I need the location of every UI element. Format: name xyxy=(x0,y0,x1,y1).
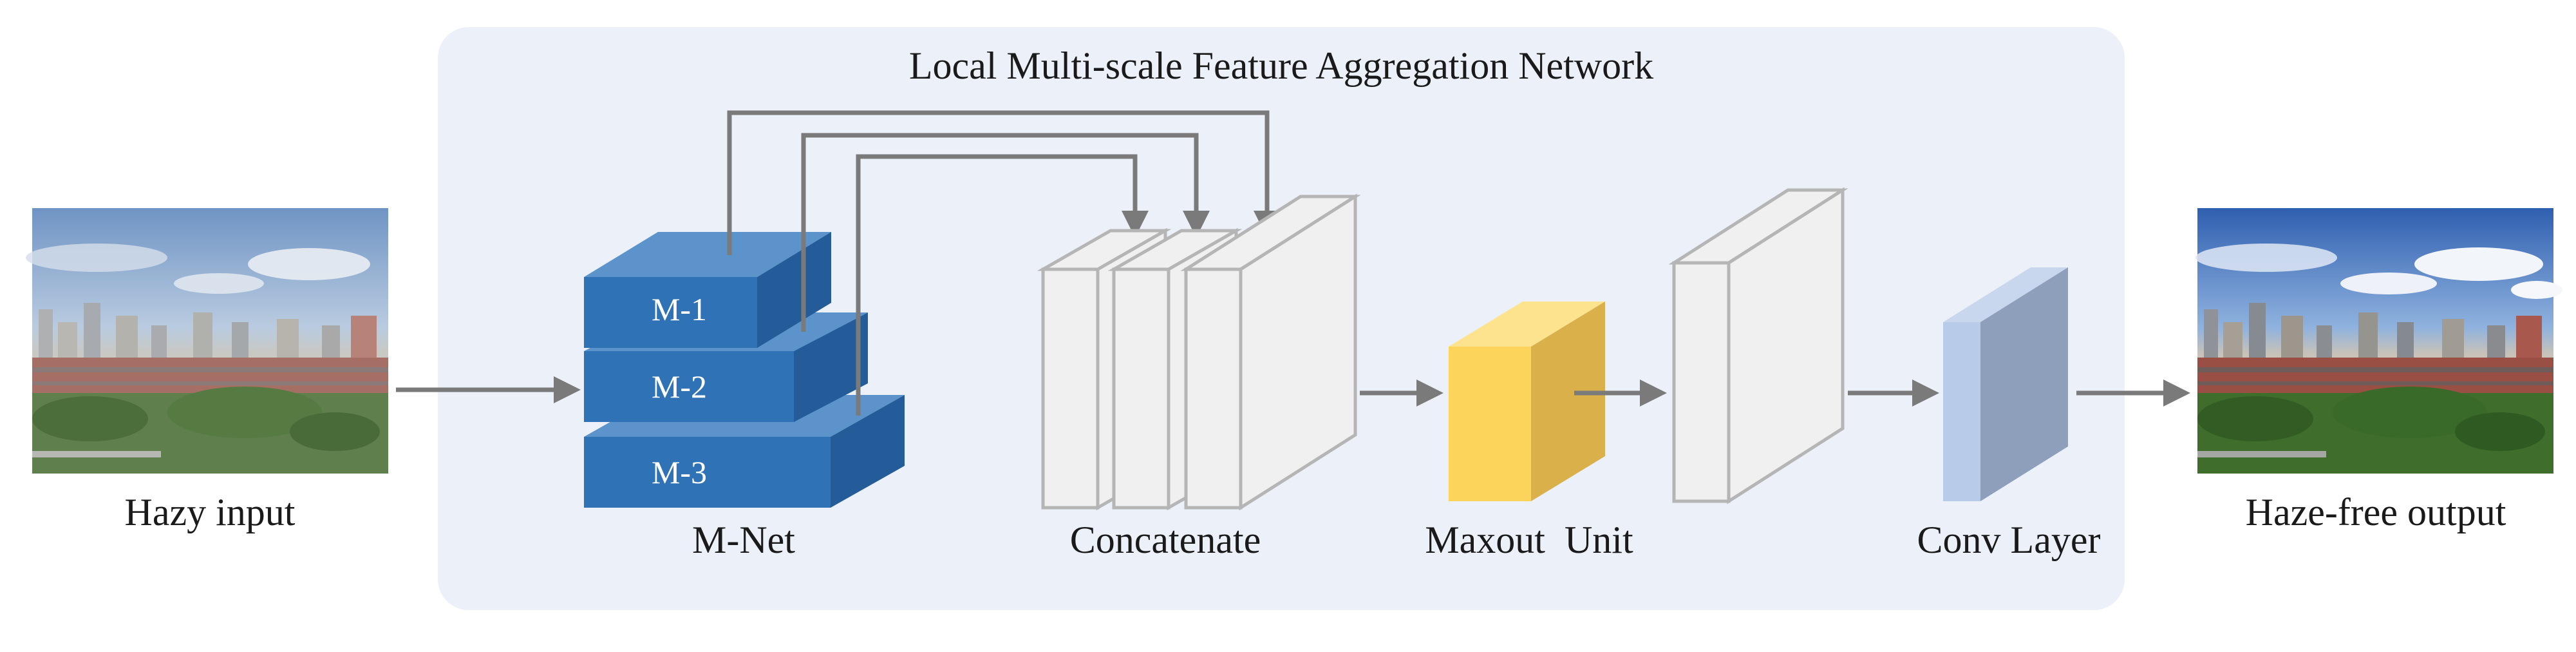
conv-layer-label: Conv Layer xyxy=(1917,519,2101,561)
skip-connection-m1 xyxy=(727,110,1281,255)
haze-free-output-image xyxy=(2195,208,2562,474)
maxout-output-feature-map xyxy=(1668,187,1848,504)
skip-connection-m3 xyxy=(856,154,1149,416)
mnet-block-m2-label: M-2 xyxy=(652,369,707,405)
hazy-input-label: Hazy input xyxy=(125,491,296,533)
skip-connection-m2 xyxy=(801,133,1210,332)
mnet-block-m1-label: M-1 xyxy=(652,291,707,327)
network-title: Local Multi-scale Feature Aggregation Ne… xyxy=(909,44,1653,87)
hazy-input-image xyxy=(26,208,388,474)
mnet-label: M-Net xyxy=(692,519,795,561)
conv-layer-block xyxy=(1943,267,2068,501)
maxout-unit-block xyxy=(1449,302,1605,501)
concat-feature-map-3 xyxy=(1180,193,1361,511)
mnet-block-m3-label: M-3 xyxy=(652,454,707,490)
haze-free-output-label: Haze-free output xyxy=(2246,491,2506,533)
mnet-block-m1: M-1 xyxy=(584,232,831,348)
concatenate-label: Concatenate xyxy=(1070,519,1261,561)
maxout-unit-label: Maxout Unit xyxy=(1425,519,1633,561)
